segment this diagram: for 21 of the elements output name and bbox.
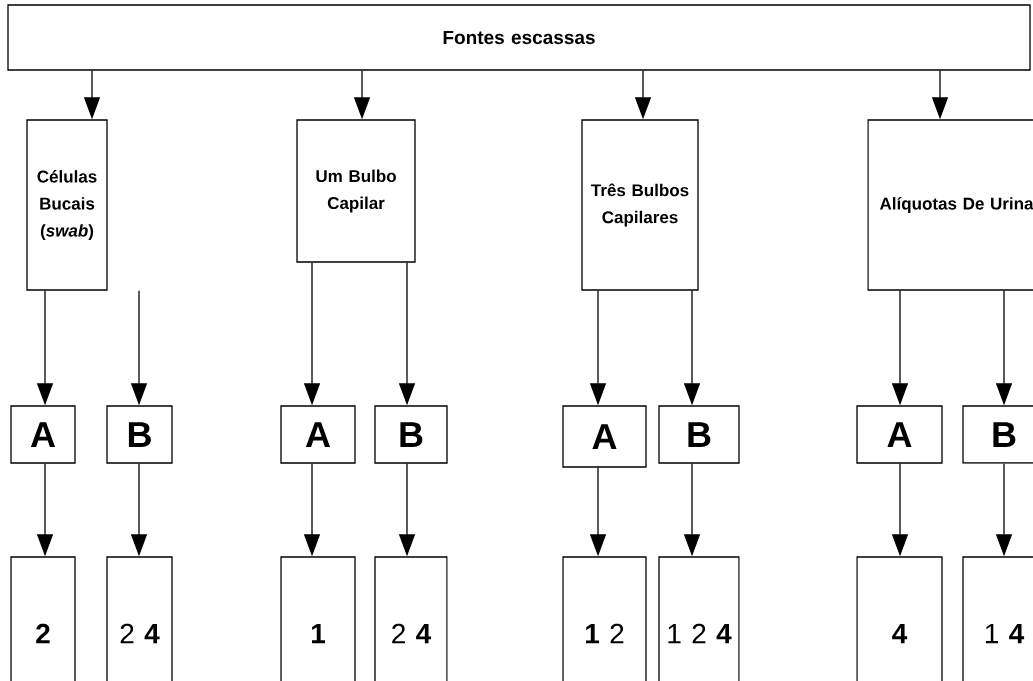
sample-box: A [562, 405, 647, 468]
sample-box: B [658, 405, 740, 464]
title-box: Fontes escassas [7, 4, 1031, 71]
result-box: 1 2 [562, 556, 647, 681]
result-box: 4 [856, 556, 943, 681]
result-box: 2 4 [106, 556, 173, 681]
sample-box: A [856, 405, 943, 464]
source-box: Um Bulbo Capilar [296, 119, 416, 263]
result-box: 2 [10, 556, 76, 681]
source-box: Células Bucais (swab) [26, 119, 108, 291]
sample-box: B [962, 405, 1033, 464]
result-box: 1 [280, 556, 356, 681]
sample-box: A [10, 405, 76, 464]
result-box: 1 4 [962, 556, 1033, 681]
source-box: Alíquotas De Urina [867, 119, 1033, 291]
result-box: 1 2 4 [658, 556, 740, 681]
result-box: 2 4 [374, 556, 448, 681]
sample-box: B [106, 405, 173, 464]
sample-box: B [374, 405, 448, 464]
sample-box: A [280, 405, 356, 464]
source-box: Três Bulbos Capilares [581, 119, 699, 291]
